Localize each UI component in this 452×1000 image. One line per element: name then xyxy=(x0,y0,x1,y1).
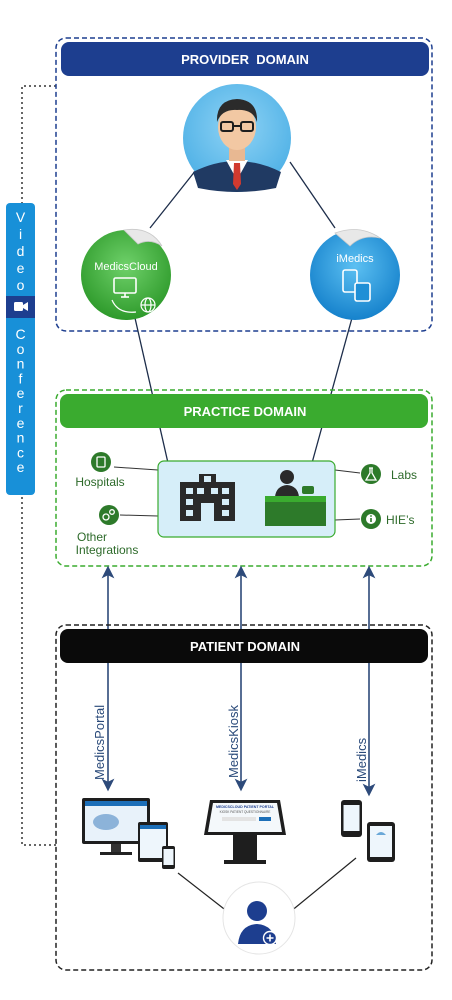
doctor-to-medicscloud-line xyxy=(149,169,197,229)
provider-domain-title: PROVIDER DOMAIN xyxy=(181,52,309,67)
practice-domain-title: PRACTICE DOMAIN xyxy=(184,404,307,419)
hies-item: HIE’s xyxy=(361,509,414,529)
patient-domain-title: PATIENT DOMAIN xyxy=(190,639,300,654)
labs-item: Labs xyxy=(361,464,417,484)
devices-icon xyxy=(342,269,371,302)
globe-icon xyxy=(140,297,156,313)
doctor-to-imedics-line xyxy=(289,161,336,229)
gears-icon xyxy=(102,509,115,521)
provider-domain-header xyxy=(61,42,429,76)
patient-domain-frame xyxy=(55,624,433,971)
portal-to-patient-line xyxy=(177,872,229,913)
medicscloud-to-practice-line xyxy=(134,317,169,464)
other-integrations-item: Other Integrations xyxy=(76,505,139,557)
medicsportal-label: MedicsPortal xyxy=(92,705,107,780)
reception-desk-icon xyxy=(265,470,326,526)
hospitals-label: Hospitals xyxy=(75,475,124,489)
hies-label: HIE’s xyxy=(386,513,414,527)
hospitals-connector xyxy=(113,466,159,471)
other-integrations-label-2: Integrations xyxy=(76,543,139,557)
other-integrations-label-1: Other xyxy=(77,530,107,544)
medicscloud-node[interactable]: MedicsCloud xyxy=(81,228,171,320)
info-icon xyxy=(366,514,376,524)
imedics-devices-illustration xyxy=(341,800,395,862)
imedics-to-patient-line xyxy=(289,857,357,913)
labs-connector xyxy=(334,469,361,474)
plus-icon xyxy=(266,934,274,942)
imedics-node-label: iMedics xyxy=(336,253,374,265)
medicskiosk-label: MedicsKiosk xyxy=(226,705,241,778)
kiosk-illustration: MEDICSCLOUD PATIENT PORTAL KIOSK PATIENT… xyxy=(204,800,286,864)
medicscloud-label: MedicsCloud xyxy=(94,261,158,273)
hospitals-item: Hospitals xyxy=(75,452,125,489)
imedics-channel-label: iMedics xyxy=(354,737,369,782)
patient-domain-header xyxy=(60,629,428,663)
portal-devices-illustration xyxy=(82,798,175,869)
imedics-node[interactable]: iMedics xyxy=(310,229,400,320)
practice-domain-header xyxy=(60,394,428,428)
labs-label: Labs xyxy=(391,468,417,482)
patient-avatar xyxy=(222,881,296,955)
monitor-icon xyxy=(113,277,137,298)
camera-icon xyxy=(14,302,28,311)
video-conference-connector xyxy=(21,85,56,846)
other-integrations-connector xyxy=(119,514,159,517)
kiosk-screen-line2: KIOSK PATIENT QUESTIONNAIRE xyxy=(220,810,271,814)
doctor-avatar xyxy=(183,84,291,192)
provider-domain-frame xyxy=(55,37,433,332)
hies-connector xyxy=(334,518,361,521)
hospital-building-icon xyxy=(180,474,235,521)
kiosk-screen-line1: MEDICSCLOUD PATIENT PORTAL xyxy=(216,805,275,809)
clipboard-icon xyxy=(96,456,106,468)
practice-center-box xyxy=(157,460,336,538)
flask-icon xyxy=(364,467,378,481)
